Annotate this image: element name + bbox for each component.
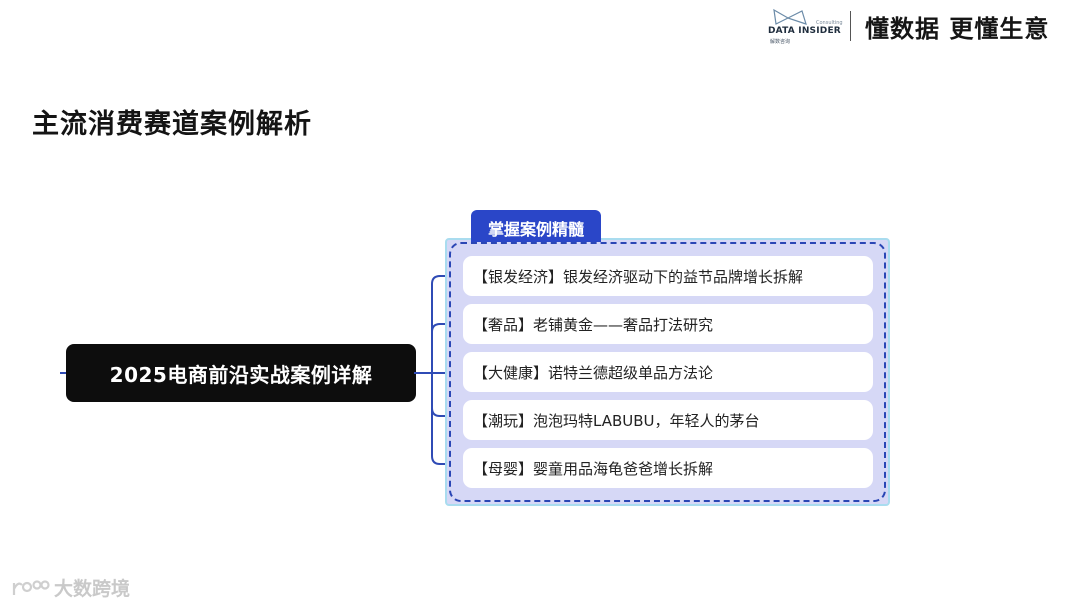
- case-item-trendy-toys[interactable]: 【潮玩】泡泡玛特LABUBU，年轻人的茅台: [463, 400, 873, 440]
- watermark-logo-icon: [12, 579, 50, 595]
- page-title: 主流消费赛道案例解析: [32, 109, 312, 140]
- data-insider-logo: Consulting DATA INSIDER 解数咨询: [768, 6, 843, 46]
- brand-divider: [850, 11, 851, 41]
- case-item-health[interactable]: 【大健康】诺特兰德超级单品方法论: [463, 352, 873, 392]
- brand-cn-name: 解数咨询: [770, 39, 791, 45]
- case-item-luxury[interactable]: 【奢品】老铺黄金——奢品打法研究: [463, 304, 873, 344]
- case-group-label: 掌握案例精髓: [471, 210, 601, 242]
- mindmap-center-node[interactable]: 2025电商前沿实战案例详解: [66, 344, 416, 402]
- watermark-text: 大数跨境: [54, 578, 131, 600]
- bowtie-logo-icon: [773, 8, 807, 25]
- case-item-maternal-baby[interactable]: 【母婴】婴童用品海龟爸爸增长拆解: [463, 448, 873, 488]
- center-left-connector: [60, 372, 68, 374]
- brand-name: DATA INSIDER: [768, 26, 841, 36]
- brand-header: Consulting DATA INSIDER 解数咨询 懂数据 更懂生意: [768, 6, 1049, 46]
- brand-slogan: 懂数据 更懂生意: [865, 14, 1050, 43]
- watermark: 大数跨境: [10, 574, 130, 601]
- case-item-silver-economy[interactable]: 【银发经济】银发经济驱动下的益节品牌增长拆解: [463, 256, 873, 296]
- brand-consulting-tag: Consulting: [816, 20, 843, 26]
- case-list: 【银发经济】银发经济驱动下的益节品牌增长拆解 【奢品】老铺黄金——奢品打法研究 …: [463, 256, 873, 496]
